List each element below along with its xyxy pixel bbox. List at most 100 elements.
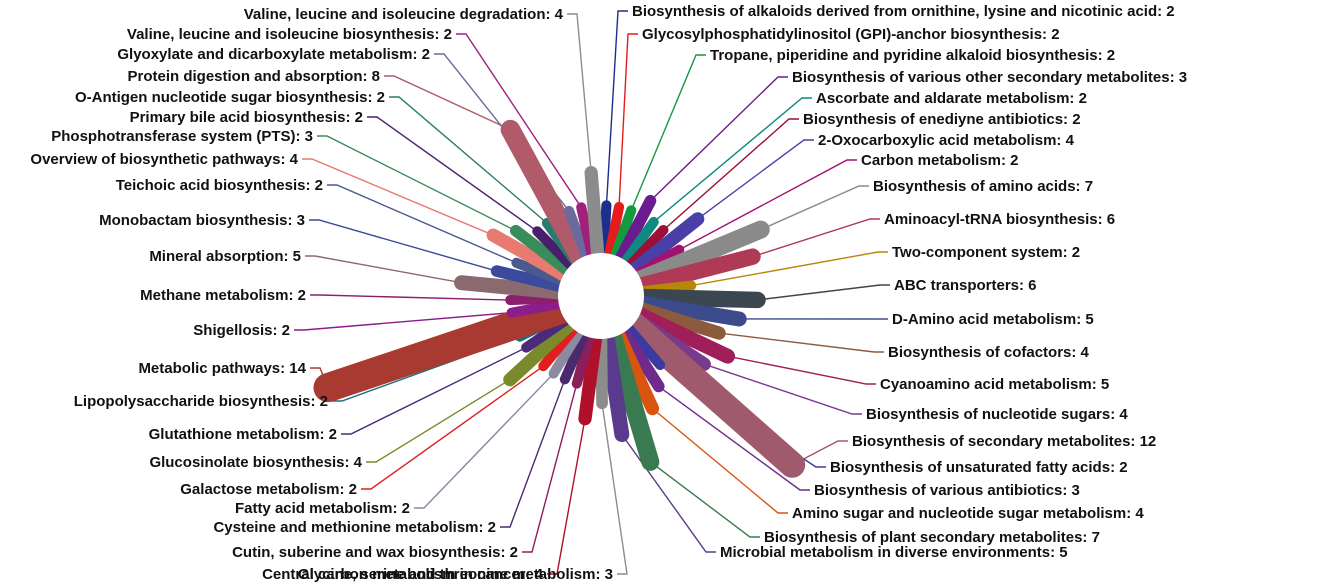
category-label: Biosynthesis of nucleotide sugars: 4 [866,406,1128,423]
bar [632,288,766,309]
category-label: D-Amino acid metabolism: 5 [892,311,1094,328]
bar [629,305,736,364]
bar [595,330,608,410]
bar [603,201,625,262]
category-label: Phosphotransferase system (PTS): 3 [51,128,313,145]
category-label: Mineral absorption: 5 [149,248,301,265]
leader-line [653,97,812,223]
category-label: Glutathione metabolism: 2 [149,426,337,443]
category-label: Biosynthesis of enediyne antibiotics: 2 [803,111,1081,128]
leader-line [414,373,555,509]
bar [584,166,605,263]
leader-line [757,284,890,301]
bar [633,295,747,327]
category-label: Valine, leucine and isoleucine biosynthe… [127,26,452,43]
bar [603,325,660,471]
center-hole [558,253,644,339]
leader-line [309,219,497,272]
bar [500,119,592,271]
bar [578,329,603,426]
bar [613,194,657,267]
leader-line [500,379,566,528]
bar [631,248,761,295]
category-label: Glycosylphosphatidylinositol (GPI)-ancho… [642,26,1060,43]
leader-line [618,33,638,207]
leader-line [456,33,582,208]
category-label: Amino sugar and nucleotide sugar metabol… [792,505,1144,522]
category-label: Biosynthesis of various antibiotics: 3 [814,482,1080,499]
leader-line [704,363,862,415]
leader-line [305,255,462,284]
category-label: Galactose metabolism: 2 [180,481,357,498]
leader-line [389,96,548,224]
category-label: Teichoic acid biosynthesis: 2 [116,177,323,194]
leader-line [366,379,511,463]
leader-line [605,10,628,206]
leader-line [367,116,538,232]
category-label: Biosynthesis of secondary metabolites: 1… [852,433,1156,450]
category-label: Fatty acid metabolism: 2 [235,500,410,517]
leader-line [752,218,880,258]
bar [632,301,726,340]
category-label: O-Antigen nucleotide sugar biosynthesis:… [75,89,385,106]
leader-line [791,440,848,466]
bar [486,228,573,283]
leader-line [621,434,716,553]
leader-line [601,403,628,575]
category-label: 2-Oxocarboxylic acid metabolism: 4 [818,132,1075,149]
leader-line [547,418,586,575]
leader-line [651,407,788,514]
bar [559,327,591,385]
category-label: Monobactam biosynthesis: 3 [99,212,305,229]
bar [576,202,598,263]
bar [454,275,569,300]
category-label: Overview of biosynthetic pathways: 4 [30,151,298,168]
category-label: Protein digestion and absorption: 8 [127,68,380,85]
leader-lines [294,10,890,575]
category-label: Glucosinolate biosynthesis: 4 [149,454,362,471]
bar [532,226,578,273]
category-label: ABC transporters: 6 [894,277,1037,294]
leader-line [630,54,706,211]
bar [623,224,669,273]
category-label: Shigellosis: 2 [193,322,290,339]
leader-line [310,294,511,301]
bar [618,309,806,478]
leader-line [727,355,876,385]
category-label: Tropane, piperidine and pyridine alkaloi… [710,47,1115,64]
leader-line [691,251,888,287]
category-label: Biosynthesis of alkaloids derived from o… [632,3,1175,20]
leader-line [294,311,512,331]
bar [538,321,581,372]
category-label: Lipopolysaccharide biosynthesis: 2 [74,393,328,410]
bar [509,224,576,278]
bar [625,212,705,278]
bar [619,216,659,269]
bar [628,220,770,290]
leader-line [760,185,869,231]
bar [313,294,578,403]
leader-line [341,346,527,435]
leader-line [567,13,592,173]
category-label: Glycine, serine and threonine metabolism… [298,566,613,583]
bar [564,205,593,264]
leader-line [522,383,578,553]
leader-line [658,385,810,491]
leader-line [697,139,814,220]
category-label: Microbial metabolism in diverse environm… [720,544,1068,561]
bar [598,200,612,262]
category-label: Cyanoamino acid metabolism: 5 [880,376,1109,393]
leader-line [327,184,517,264]
category-label: Biosynthesis of amino acids: 7 [873,178,1093,195]
bar [548,325,586,379]
category-label: Biosynthesis of cofactors: 4 [888,344,1090,361]
category-label: Two-component system: 2 [892,244,1080,261]
bar [621,321,666,371]
bar [609,205,637,264]
bar [599,328,630,443]
bar [490,265,568,293]
bars [313,119,806,478]
category-label: Central carbon metabolism in cancer: 4 [262,566,544,583]
category-label: Carbon metabolism: 2 [861,152,1019,169]
